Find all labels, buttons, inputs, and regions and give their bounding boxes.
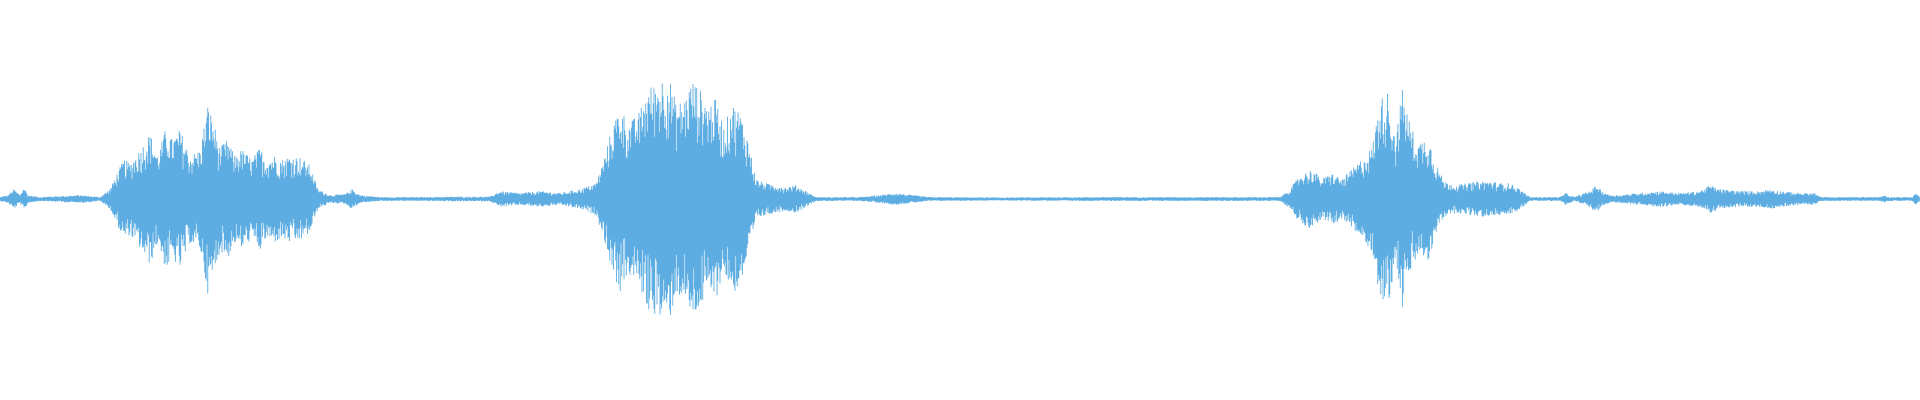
waveform-signal (0, 83, 1920, 315)
